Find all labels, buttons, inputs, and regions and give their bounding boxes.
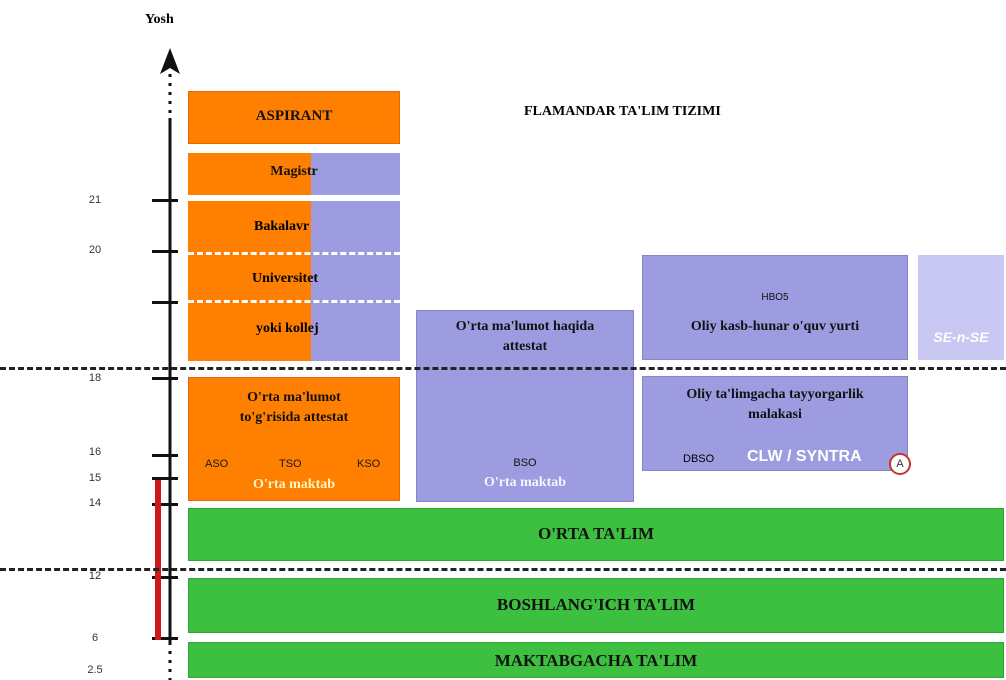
secondary-vocational-title-2: attestat [502,339,548,354]
middle-education-label: O'RTA TA'LIM [537,524,655,543]
prep-badge-icon: A [889,453,911,475]
primary-education-band: BOSHLANG'ICH TA'LIM [188,578,1004,633]
tick-20 [152,250,178,253]
track-kso: KSO [357,458,381,470]
tick-label-21: 21 [88,194,102,206]
bachelor-box: Bakalavr Universitet yoki kollej [188,201,400,361]
track-bso: BSO [513,457,537,469]
universitet-label: Universitet [252,271,319,286]
prep-code: DBSO [683,453,715,465]
bakalavr-label: Bakalavr [254,219,310,234]
secondary-general-title-2: to'g'risida attestat [239,410,349,425]
prep-provider: CLW / SYNTRA [747,448,862,465]
secondary-vocational-box: O'rta ma'lumot haqida attestat BSO O'rta… [416,310,634,502]
hbo5-code: HBO5 [761,292,789,303]
axis-arrowhead [160,48,180,74]
se-n-se-label: SE-n-SE [933,329,989,345]
secondary-general-title-1: O'rta ma'lumot [247,390,341,405]
secondary-vocational-title-1: O'rta ma'lumot haqida [455,319,595,334]
track-tso: TSO [279,458,302,470]
compulsory-education-bar [155,480,161,640]
track-aso: ASO [205,458,229,470]
prep-title-1: Oliy ta'limgacha tayyorgarlik [686,387,864,402]
middle-education-band: O'RTA TA'LIM [188,508,1004,561]
tick-label-18: 18 [88,372,102,384]
hbo5-name: Oliy kasb-hunar o'quv yurti [690,319,860,334]
aspirant-box: ASPIRANT [188,91,400,144]
tick-12 [152,576,178,579]
primary-education-label: BOSHLANG'ICH TA'LIM [496,595,696,614]
tick-label-2-5: 2.5 [87,664,103,676]
kollej-label: yoki kollej [256,321,319,336]
separator-age-18 [0,367,1006,370]
bachelor-divider-1 [188,252,400,255]
tick-18 [152,377,178,380]
diagram-title: FLAMANDAR TA'LIM TIZIMI [524,104,721,119]
tick-label-12: 12 [88,570,102,582]
hbo5-box: HBO5 Oliy kasb-hunar o'quv yurti [642,255,908,360]
magistr-label: Magistr [270,164,318,179]
prep-title-2: malakasi [748,407,802,422]
tick-6 [152,637,178,640]
tick-label-16: 16 [88,446,102,458]
tick-15 [152,477,178,480]
age-axis [160,48,180,680]
bachelor-divider-2 [188,300,400,303]
tick-label-20: 20 [88,244,102,256]
secondary-general-school: O'rta maktab [252,477,336,492]
tick-21 [152,199,178,202]
prep-box: Oliy ta'limgacha tayyorgarlik malakasi D… [642,376,911,475]
tick-16 [152,454,178,457]
preschool-education-label: MAKTABGACHA TA'LIM [494,651,698,670]
preschool-education-band: MAKTABGACHA TA'LIM [188,642,1004,678]
se-n-se-box: SE-n-SE [918,255,1004,360]
magistr-box: Magistr [188,153,400,195]
tick-mid [152,301,178,304]
tick-label-6: 6 [91,632,99,644]
secondary-vocational-school: O'rta maktab [483,475,567,490]
tick-label-14: 14 [88,497,102,509]
separator-age-12 [0,568,1006,571]
secondary-general-box: O'rta ma'lumot to'g'risida attestat ASO … [188,377,400,501]
axis-title: Yosh [145,12,174,27]
tick-14 [152,503,178,506]
aspirant-label: ASPIRANT [255,108,333,124]
tick-label-15: 15 [88,472,102,484]
